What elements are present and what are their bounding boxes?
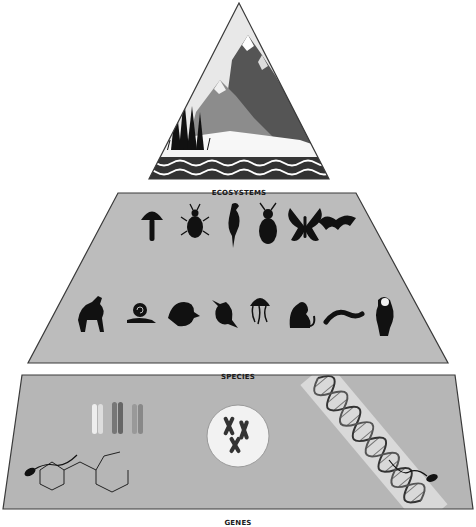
chromosome-pairs	[112, 402, 117, 434]
cell-nucleus	[207, 405, 269, 467]
tier-outline	[26, 192, 450, 364]
dna-helix	[309, 370, 430, 508]
cell-nucleus	[223, 416, 249, 454]
tier-label: GENES	[224, 519, 251, 527]
chromosome-pairs	[138, 404, 143, 434]
cell-nucleus	[207, 405, 269, 467]
sperm-cells	[23, 466, 439, 483]
species-silhouettes	[326, 312, 362, 322]
cell-nucleus	[223, 416, 235, 436]
species-silhouettes	[78, 296, 104, 332]
species-silhouettes	[318, 215, 356, 230]
tier-caption: SPECIES	[26, 365, 450, 383]
landscape-picture	[140, 150, 340, 157]
species-silhouettes	[263, 209, 273, 219]
tier-label: SPECIES	[221, 373, 255, 381]
species-silhouettes	[168, 302, 200, 326]
pine-trees	[196, 112, 204, 150]
chromosome-pairs	[92, 402, 143, 434]
chromosome-pairs	[132, 404, 137, 434]
tier-border	[3, 375, 473, 509]
species-silhouettes	[259, 218, 277, 244]
sperm-tail	[389, 460, 427, 476]
species-silhouettes	[304, 216, 307, 238]
species-silhouettes	[137, 307, 143, 313]
species-silhouettes	[260, 203, 276, 210]
species-silhouettes	[290, 302, 311, 328]
landscape-picture	[140, 35, 348, 180]
cell-nucleus	[239, 420, 250, 440]
pyramid-tier: ECOSYSTEMS	[148, 2, 330, 199]
tier-border	[149, 3, 329, 179]
species-silhouettes	[133, 303, 147, 317]
species-silhouettes	[181, 204, 209, 235]
pine-trees	[187, 106, 197, 150]
cell-nucleus	[229, 436, 241, 454]
tier-label: ECOSYSTEMS	[212, 189, 267, 197]
dna-helix	[309, 370, 430, 508]
genes-picture	[23, 362, 447, 527]
dna-helix	[300, 362, 447, 527]
tier-caption: ECOSYSTEMS	[148, 181, 330, 199]
species-silhouettes	[306, 316, 314, 326]
species-silhouettes	[127, 318, 156, 323]
dna-helix	[300, 362, 447, 527]
wave-line	[140, 170, 348, 175]
sperm-cells	[23, 466, 37, 478]
species-silhouettes	[288, 208, 304, 241]
molecule-network	[40, 462, 64, 490]
species-silhouettes	[212, 300, 238, 328]
pyramid-tier: GENES	[2, 374, 474, 527]
cell-nucleus	[239, 420, 250, 440]
species-silhouettes	[228, 203, 239, 248]
species-silhouettes	[376, 297, 394, 336]
cell-nucleus	[223, 416, 235, 436]
species-silhouettes	[192, 210, 199, 217]
chromosome-pairs	[118, 402, 123, 434]
tier-caption: GENES	[2, 511, 474, 527]
species-silhouettes	[381, 298, 389, 306]
species-silhouettes	[306, 208, 322, 241]
wave-line	[140, 161, 348, 166]
molecule-network	[40, 452, 128, 492]
species-silhouettes	[187, 216, 203, 238]
species-silhouettes	[78, 203, 394, 336]
species-silhouettes	[252, 306, 267, 324]
molecule-network	[96, 452, 120, 470]
landscape-picture	[214, 80, 226, 94]
species-silhouettes	[150, 219, 155, 241]
sperm-tail	[35, 455, 77, 469]
landscape-picture	[242, 35, 254, 51]
species-silhouettes	[141, 212, 163, 221]
pyramid-tier: SPECIES	[26, 192, 450, 383]
tier-outline	[2, 374, 474, 510]
molecule-network	[64, 462, 128, 492]
tier-border	[28, 193, 448, 363]
species-silhouettes	[250, 298, 270, 306]
cell-nucleus	[229, 436, 241, 454]
chromosome-pairs	[92, 404, 97, 434]
sperm-cells	[425, 473, 439, 484]
chromosome-pairs	[98, 404, 103, 434]
tier-outline	[148, 2, 330, 180]
species-ground	[28, 193, 448, 363]
